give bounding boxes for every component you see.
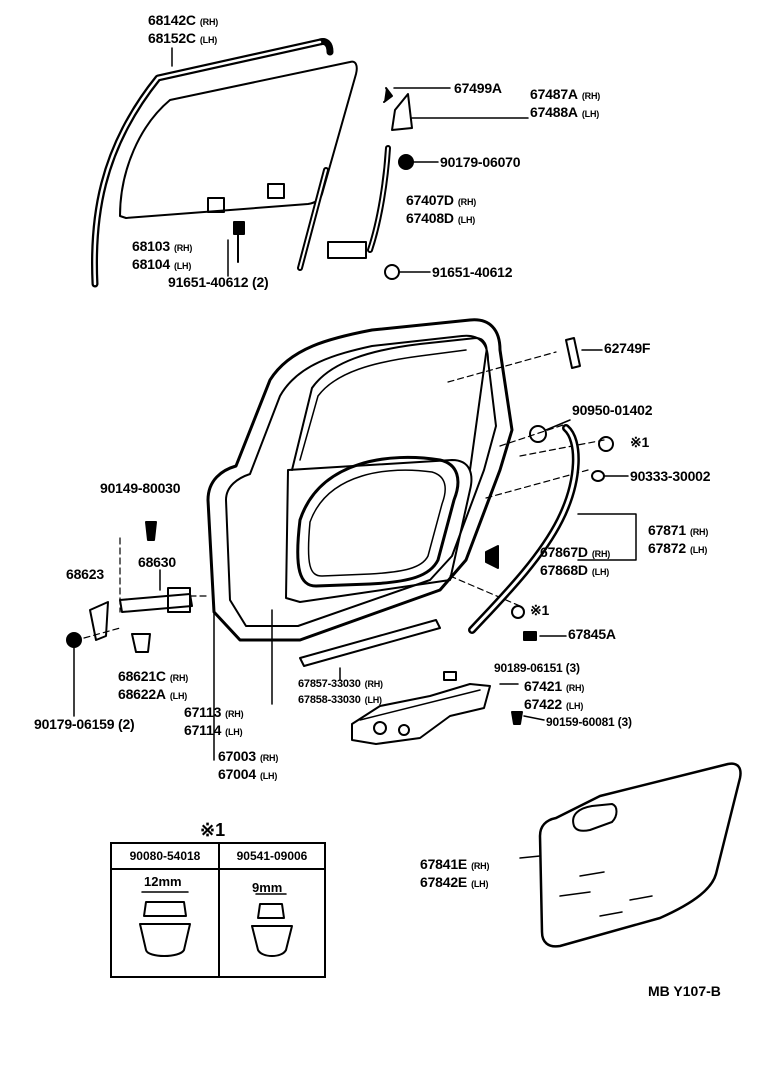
- label-door-67003: 67003(RH) 67004(LH): [218, 748, 279, 782]
- table-header-col1: 90080-54018: [112, 844, 218, 870]
- label-mark-2: ※1: [530, 602, 550, 618]
- label-screw-90149: 90149-80030: [100, 480, 181, 496]
- label-door-67113: 67113(RH) 67114(LH): [184, 704, 244, 738]
- label-regulator: 67421(RH) 67422(LH): [524, 678, 585, 712]
- label-door-trim-cover: 67841E(RH) 67842E(LH): [420, 856, 490, 890]
- label-weatherstrip-clip: 67867D(RH) 67868D(LH): [540, 544, 611, 578]
- table-header-col2: 90541-09006: [220, 844, 324, 870]
- door-shell: [206, 318, 514, 642]
- label-glass-run: 68142C(RH) 68152C(LH): [148, 12, 219, 46]
- reference-code: MB Y107-B: [648, 983, 721, 999]
- window-regulator: [351, 683, 491, 745]
- label-weatherstrip: 67871(RH) 67872(LH): [648, 522, 709, 556]
- table-divider: [218, 844, 220, 976]
- label-bracket-68623: 68623: [66, 566, 104, 582]
- label-mark-1: ※1: [630, 434, 650, 450]
- label-channel: 67407D(RH) 67408D(LH): [406, 192, 477, 226]
- label-screw-90189: 90189-06151 (3): [494, 661, 580, 675]
- table-title: ※1: [200, 820, 226, 840]
- label-bolt-channel: 91651-40612: [432, 264, 513, 280]
- label-cover: 67487A(RH) 67488A(LH): [530, 86, 601, 120]
- table-size-col2: 9mm: [252, 880, 283, 895]
- label-door-check: 68630: [138, 554, 176, 570]
- door-trim-cover: [538, 762, 742, 948]
- table-size-col1: 12mm: [144, 874, 182, 889]
- label-bolt-glass: 91651-40612 (2): [168, 274, 269, 290]
- label-clip-67845a: 67845A: [568, 626, 616, 642]
- label-nut-90179-06070: 90179-06070: [440, 154, 521, 170]
- label-lower-seal: 67857-33030(RH) 67858-33030(LH): [298, 678, 383, 706]
- label-emblem: 62749F: [604, 340, 651, 356]
- label-hinge: 68621C(RH) 68622A(LH): [118, 668, 189, 702]
- label-plug-90950: 90950-01402: [572, 402, 653, 418]
- label-nut-90179-06159: 90179-06159 (2): [34, 716, 135, 732]
- label-door-glass: 68103(RH) 68104(LH): [132, 238, 193, 272]
- label-bolt-90159: 90159-60081 (3): [546, 715, 632, 729]
- clip-size-table: 90080-54018 90541-09006 12mm 9mm: [110, 842, 326, 978]
- label-plug-90333: 90333-30002: [630, 468, 711, 484]
- label-clip-67499a: 67499A: [454, 80, 502, 96]
